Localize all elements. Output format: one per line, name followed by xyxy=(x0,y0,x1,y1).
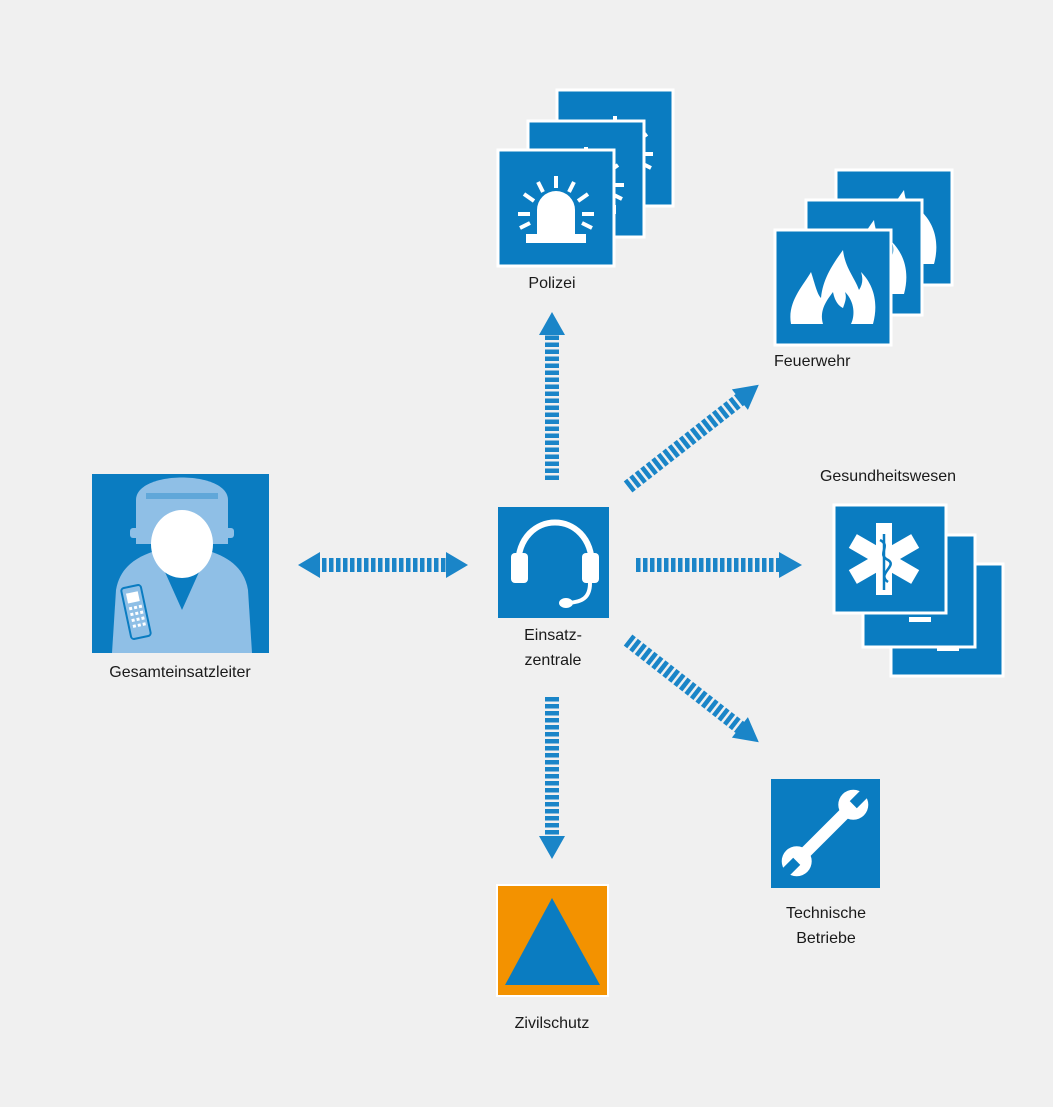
einsatzzentrale-label-line1: Einsatz- xyxy=(524,627,582,644)
arrow-to-polizei xyxy=(539,312,565,480)
arrow-to-zivilschutz xyxy=(539,697,565,859)
zivilschutz-label: Zivilschutz xyxy=(515,1015,590,1032)
flame-icon xyxy=(773,168,954,347)
technische-betriebe-node: Technische Betriebe xyxy=(771,779,880,947)
technische-betriebe-label-line2: Betriebe xyxy=(796,930,856,947)
arrow-to-gesundheitswesen xyxy=(636,552,802,578)
star-of-life-icon xyxy=(832,503,1005,678)
headset-icon xyxy=(498,507,609,618)
gesamteinsatzleiter-label: Gesamteinsatzleiter xyxy=(109,664,251,681)
einsatzzentrale-label-line2: zentrale xyxy=(525,652,582,669)
gesundheitswesen-node: Gesundheitswesen xyxy=(820,468,1005,678)
einsatzzentrale-node: Einsatz- zentrale xyxy=(498,507,609,669)
polizei-node: Polizei xyxy=(496,88,675,292)
technische-betriebe-label-line1: Technische xyxy=(786,905,866,922)
commander-icon xyxy=(92,474,269,653)
arrow-bidirectional-gesamteinsatzleiter xyxy=(298,552,468,578)
siren-icon xyxy=(496,88,675,268)
arrow-to-technische-betriebe xyxy=(623,634,759,743)
gesamteinsatzleiter-node: Gesamteinsatzleiter xyxy=(92,474,269,681)
gesundheitswesen-label: Gesundheitswesen xyxy=(820,468,956,485)
zivilschutz-node: Zivilschutz xyxy=(496,884,609,1032)
polizei-label: Polizei xyxy=(528,275,575,292)
wrench-icon xyxy=(771,779,880,888)
feuerwehr-label: Feuerwehr xyxy=(774,353,851,370)
civil-protection-triangle-icon xyxy=(496,884,609,997)
feuerwehr-node: Feuerwehr xyxy=(773,168,954,370)
arrow-to-feuerwehr xyxy=(623,384,759,493)
